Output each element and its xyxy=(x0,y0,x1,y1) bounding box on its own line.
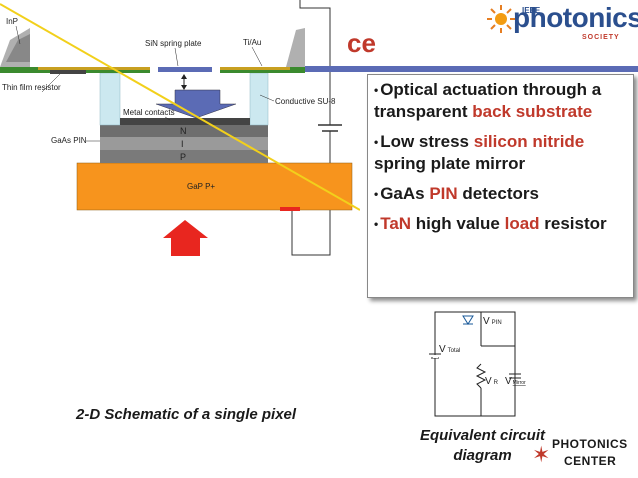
su8-post-right xyxy=(249,72,269,126)
label-gap: GaP P+ xyxy=(187,182,215,191)
bullet-4: •TaN high value load resistor xyxy=(374,214,607,233)
bullet-2-part-3: spring plate mirror xyxy=(374,154,526,173)
logo-photonics: photonics xyxy=(513,2,638,33)
bullet-3-part-1: GaAs xyxy=(380,184,430,203)
title-fragment: ce xyxy=(347,28,376,58)
gap-substrate xyxy=(76,162,353,211)
photonics-center-logo: PHOTONICS CENTER xyxy=(552,436,628,470)
bullet-3: •GaAs PIN detectors xyxy=(374,184,539,203)
bullet-4-part-2: high value xyxy=(411,214,505,233)
metal-contacts xyxy=(120,118,250,125)
pixel-schematic: InP SiN spring plate Ti/Au Thin film res… xyxy=(0,0,360,256)
photonics-center-line2: CENTER xyxy=(564,454,617,468)
label-sin: SiN spring plate xyxy=(145,39,202,48)
bullet-2-part-2: silicon nitride xyxy=(473,132,585,151)
red-mark xyxy=(280,207,300,211)
bullet-4-part-3: load xyxy=(504,214,540,233)
bullet-3-part-3: detectors xyxy=(457,184,539,203)
caption-schematic: 2-D Schematic of a single pixel xyxy=(76,406,297,423)
bullet-1-part-1: Optical actuation through a transparent xyxy=(374,80,602,121)
label-inp: InP xyxy=(6,17,18,26)
star-logo-icon: ✶ xyxy=(532,442,551,467)
label-n: N xyxy=(180,126,187,136)
sun-logo-icon xyxy=(487,5,515,33)
bullet-box: •Optical actuation through a transparent… xyxy=(367,74,634,298)
inp-right xyxy=(286,28,305,67)
logo-ieee-text: IEEE xyxy=(522,6,541,15)
mirror-center xyxy=(158,67,212,72)
bullet-4-part-1: TaN xyxy=(380,214,412,233)
inp-left-shade xyxy=(6,34,30,62)
layer-p xyxy=(100,150,268,163)
caption-circuit: Equivalent circuit diagram xyxy=(419,427,546,464)
bullet-3-part-2: PIN xyxy=(429,184,458,203)
light-arrow xyxy=(163,220,208,256)
deflection-arrow xyxy=(155,89,237,119)
label-thin-film: Thin film resistor xyxy=(2,83,61,92)
su8-post-left xyxy=(99,72,121,126)
label-conductive: Conductive SU-8 xyxy=(275,97,336,106)
label-gaas: GaAs PIN xyxy=(51,136,87,145)
bullet-4-part-4: resistor xyxy=(539,214,607,233)
light-path-line xyxy=(0,3,360,211)
bullet-1: •Optical actuation through a transparent… xyxy=(374,80,602,121)
logo-society: SOCIETY xyxy=(582,34,620,41)
label-tiau: Ti/Au xyxy=(243,38,261,47)
label-p: P xyxy=(180,152,186,162)
bullet-2: •Low stress silicon nitride spring plate… xyxy=(374,132,585,173)
tiau-right xyxy=(220,67,290,70)
thin-film-resistor xyxy=(50,70,86,74)
label-i: I xyxy=(181,139,184,149)
layer-i xyxy=(100,137,268,150)
tiau-left xyxy=(38,67,150,70)
label-metal: Metal contacts xyxy=(123,108,175,117)
bullet-1-part-2: back substrate xyxy=(472,102,593,121)
label-v-mirror: VMirror xyxy=(505,376,526,387)
title-rule xyxy=(305,66,638,72)
bullet-2-part-1: Low stress xyxy=(380,132,474,151)
photonics-center-line1: PHOTONICS xyxy=(552,437,628,451)
